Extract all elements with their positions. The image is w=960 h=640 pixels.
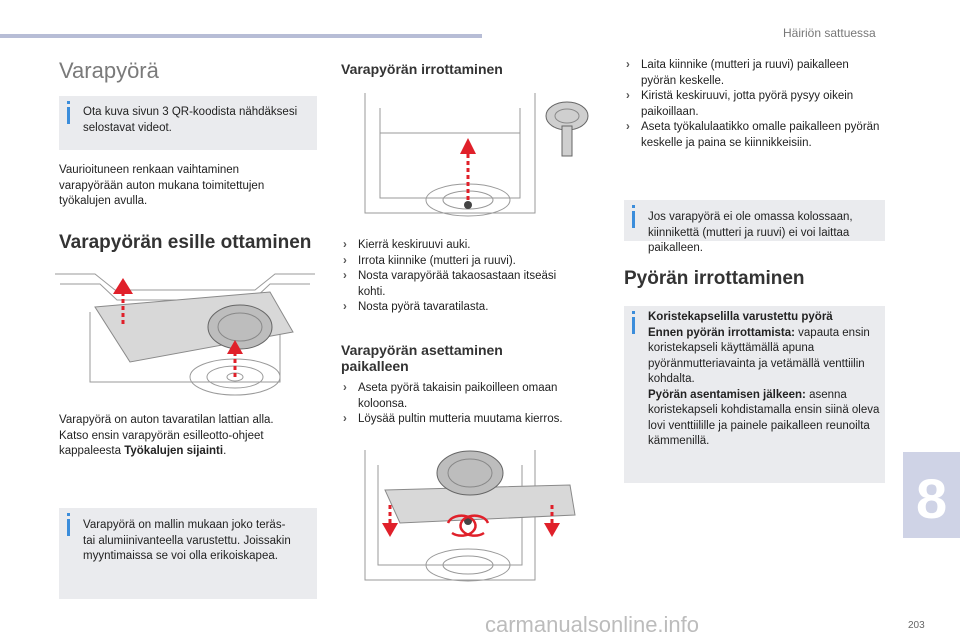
before-label: Ennen pyörän irrottamista: [648, 326, 795, 339]
info-note-mount: Jos varapyörä ei ole omassa kolossaan, k… [624, 200, 885, 254]
intro-text: Vaurioituneen renkaan vaihtaminen varapy… [59, 164, 265, 207]
list-item: Nosta pyörä tavaratilasta. [341, 300, 581, 316]
take-out-text-end: . [223, 445, 227, 457]
info-note-text: Koristekapselilla varustettu pyörä Ennen… [648, 310, 881, 450]
placing-steps: Aseta pyörä takaisin paikoilleen omaan k… [341, 381, 586, 428]
section-title-wheel-removal: Pyörän irrottaminen [624, 268, 805, 289]
after-label: Pyörän asentamisen jälkeen: [648, 388, 806, 401]
take-out-text-ref: Työkalujen sijainti [124, 445, 224, 457]
take-out-text: Varapyörä on auton tavaratilan lattian a… [59, 413, 304, 460]
section-title-take-out: Varapyörän esille ottaminen [59, 232, 312, 253]
info-icon [67, 101, 70, 124]
after-text: asenna koristekapseli kohdistamalla ensi… [648, 388, 880, 448]
section-title-placing: Varapyörän asettaminen paikalleen [341, 342, 503, 374]
info-note-text: Varapyörä on mallin mukaan joko teräs- t… [83, 519, 291, 562]
section-title-removal: Varapyörän irrottaminen [341, 61, 503, 77]
chapter-number: 8 [916, 467, 948, 530]
page-number: 203 [908, 620, 925, 631]
list-item: Irrota kiinnike (mutteri ja ruuvi). [341, 254, 581, 270]
list-item: Aseta työkalulaatikko omalle paikalleen … [624, 120, 886, 151]
wheel-removal-illustration [364, 93, 589, 217]
info-icon [632, 205, 635, 228]
info-note-text: Jos varapyörä ei ole omassa kolossaan, k… [648, 211, 853, 254]
removal-steps: Kierrä keskiruuvi auki. Irrota kiinnike … [341, 238, 581, 316]
wheel-placing-illustration [364, 450, 576, 582]
info-note-qr: Ota kuva sivun 3 QR-koodista nähdäksesi … [59, 96, 317, 150]
running-header: Häiriön sattuessa [783, 26, 876, 40]
chapter-tab: 8 [903, 452, 960, 538]
header-bar [0, 34, 482, 38]
watermark: carmanualsonline.info [485, 612, 700, 637]
info-note-hubcap: Koristekapselilla varustettu pyörä Ennen… [624, 306, 885, 483]
page-title: Varapyörä [59, 58, 159, 83]
spare-wheel-removal-illustration [55, 273, 315, 396]
info-note-rim: Varapyörä on mallin mukaan joko teräs- t… [59, 508, 317, 599]
take-out-text-main: Varapyörä on auton tavaratilan lattian a… [59, 414, 274, 457]
fitting-steps: Laita kiinnike (mutteri ja ruuvi) paikal… [624, 58, 886, 151]
info-note-text: Ota kuva sivun 3 QR-koodista nähdäksesi … [83, 106, 298, 134]
hubcap-heading: Koristekapselilla varustettu pyörä [648, 311, 833, 323]
before-text: vapauta ensin koristekapseli käyttämällä… [648, 326, 870, 386]
list-item: Nosta varapyörää takaosastaan itseäsi ko… [341, 269, 581, 300]
list-item: Aseta pyörä takaisin paikoilleen omaan k… [341, 381, 586, 412]
list-item: Löysää pultin mutteria muutama kierros. [341, 412, 586, 428]
list-item: Laita kiinnike (mutteri ja ruuvi) paikal… [624, 58, 886, 89]
info-icon [67, 513, 70, 536]
list-item: Kierrä keskiruuvi auki. [341, 238, 581, 254]
list-item: Kiristä keskiruuvi, jotta pyörä pysyy oi… [624, 89, 886, 120]
info-icon [632, 311, 635, 334]
